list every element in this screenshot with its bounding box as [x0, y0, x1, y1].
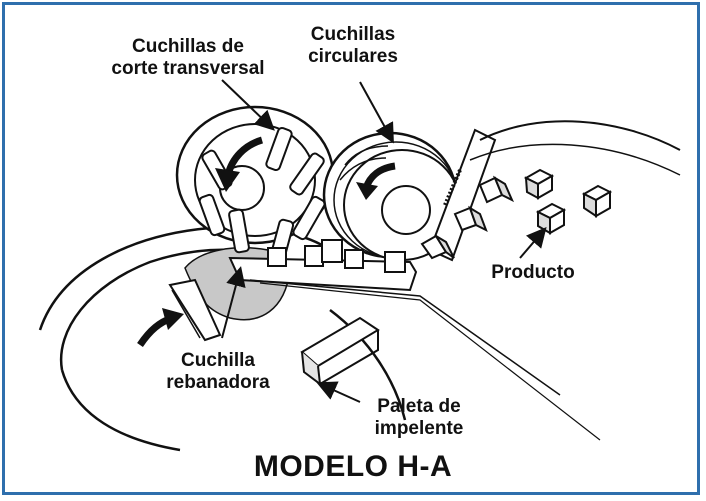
- cube-icon: [535, 202, 567, 235]
- cross-cut-drum: [175, 105, 335, 262]
- cube-icon: [453, 205, 488, 233]
- curved-arrow-icon: [162, 308, 184, 330]
- label-product: Producto: [491, 262, 575, 283]
- shelf-cubes: [267, 239, 406, 273]
- curved-arrow-icon: [356, 182, 378, 200]
- impeller-paddle: [300, 316, 380, 387]
- cross-cut-blades: [198, 126, 326, 262]
- circular-knives: [322, 131, 461, 261]
- diagram-frame: [2, 2, 700, 495]
- leader-lines: [221, 79, 547, 403]
- discharge-guide: [479, 120, 681, 151]
- cube-icon: [581, 184, 613, 218]
- cube-icon: [420, 234, 455, 260]
- product-cubes: [420, 168, 613, 260]
- cube-icon: [523, 168, 555, 200]
- slicing-knife: [168, 278, 222, 342]
- stripper-comb: [428, 128, 497, 262]
- cube-icon: [478, 175, 515, 204]
- discharge-guide-inner: [469, 143, 681, 176]
- model-title: MODELO H-A: [253, 450, 453, 483]
- curved-arrow-icon: [215, 168, 240, 192]
